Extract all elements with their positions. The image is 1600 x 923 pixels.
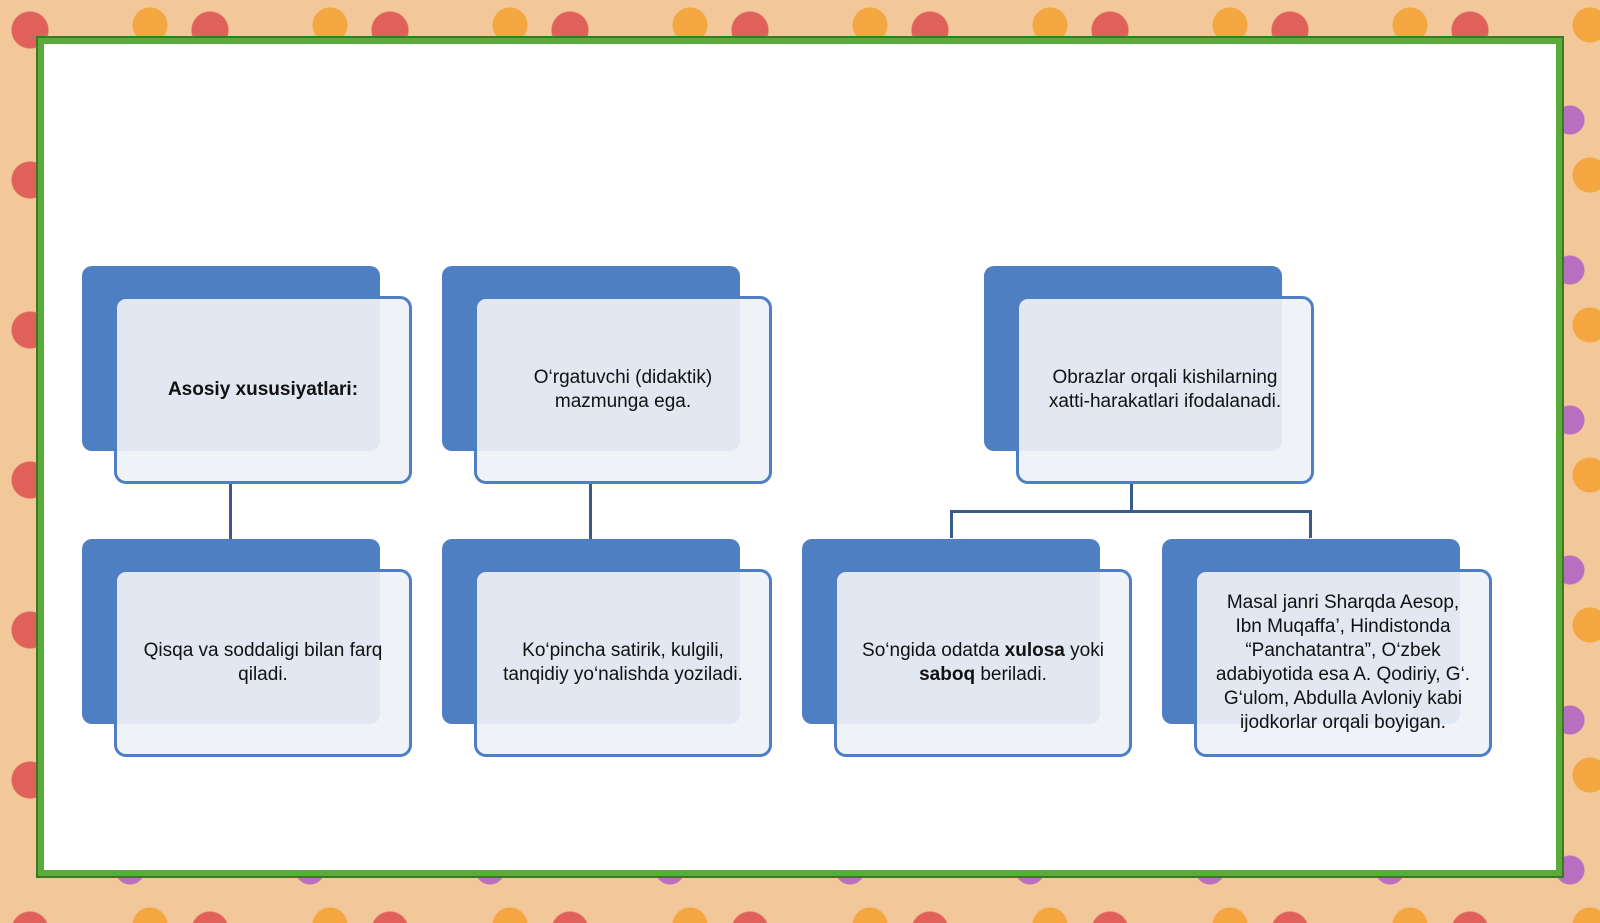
node-text: O‘rgatuvchi (didaktik) mazmunga ega. (533, 367, 713, 412)
node-text-bold-xulosa: xulosa (1004, 640, 1065, 661)
node-card: Ko‘pincha satirik, kulgili, tanqidiy yo‘… (474, 569, 772, 757)
node-obrazlar: Obrazlar orqali kishilarning xatti-harak… (984, 266, 1314, 488)
node-qisqa: Qisqa va soddaligi bilan farq qiladi. (82, 539, 412, 761)
node-card: O‘rgatuvchi (didaktik) mazmunga ega. (474, 296, 772, 484)
node-text: Qisqa va soddaligi bilan farq qiladi. (143, 640, 383, 685)
connector-3-bar (950, 510, 1312, 513)
node-text: So‘ngida odatda xulosa yoki saboq berila… (862, 639, 1104, 687)
node-card: So‘ngida odatda xulosa yoki saboq berila… (834, 569, 1132, 757)
node-text: Ko‘pincha satirik, kulgili, tanqidiy yo‘… (503, 640, 743, 685)
node-text: Masal janri Sharqda Aesop, Ibn Muqaffa’,… (1215, 592, 1471, 733)
node-card: Masal janri Sharqda Aesop, Ibn Muqaffa’,… (1194, 569, 1492, 757)
node-card: Asosiy xususiyatlari: (114, 296, 412, 484)
node-card: Obrazlar orqali kishilarning xatti-harak… (1016, 296, 1314, 484)
node-masal-janri: Masal janri Sharqda Aesop, Ibn Muqaffa’,… (1162, 539, 1492, 761)
node-satirik: Ko‘pincha satirik, kulgili, tanqidiy yo‘… (442, 539, 772, 761)
node-text-part: yoki (1064, 640, 1104, 661)
node-text: Asosiy xususiyatlari: (167, 379, 359, 400)
connector-3-right (1309, 510, 1312, 538)
connector-3-left (950, 510, 953, 538)
node-didaktik: O‘rgatuvchi (didaktik) mazmunga ega. (442, 266, 772, 488)
node-text-part: beriladi. (975, 664, 1047, 685)
node-text: Obrazlar orqali kishilarning xatti-harak… (1048, 367, 1282, 412)
connector-2 (589, 482, 592, 576)
node-text-bold-saboq: saboq (919, 664, 976, 685)
node-xulosa: So‘ngida odatda xulosa yoki saboq berila… (802, 539, 1132, 761)
connector-3-stem (1130, 482, 1133, 512)
connector-1 (229, 482, 232, 576)
node-card: Qisqa va soddaligi bilan farq qiladi. (114, 569, 412, 757)
node-asosiy-xususiyatlari: Asosiy xususiyatlari: (82, 266, 412, 488)
slide-canvas: Asosiy xususiyatlari: O‘rgatuvchi (didak… (38, 38, 1562, 876)
node-text-part: So‘ngida odatda (862, 640, 1005, 661)
